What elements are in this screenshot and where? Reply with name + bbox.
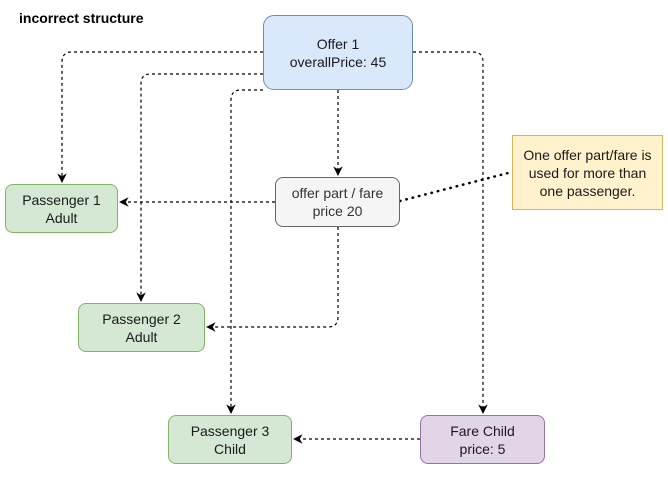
fare-child-price: price: 5: [459, 440, 506, 457]
fare-child-name: Fare Child: [450, 422, 515, 439]
offer-part-name: offer part / fare: [291, 185, 384, 201]
passenger3-type: Child: [214, 440, 246, 457]
note-connector: [398, 170, 514, 203]
offer-node[interactable]: Offer 1 overallPrice: 45: [263, 15, 413, 90]
edge-offer-part-to-passenger2: [206, 227, 339, 332]
note-line-3: one passenger.: [539, 182, 636, 199]
passenger3-node[interactable]: Passenger 3 Child: [168, 415, 292, 464]
passenger3-name: Passenger 3: [190, 422, 270, 439]
note-box[interactable]: One offer part/fare is used for more tha…: [512, 135, 663, 210]
diagram-title: incorrect structure: [19, 10, 144, 26]
note-line-2: used for more than: [528, 164, 647, 181]
passenger2-type: Adult: [125, 328, 158, 345]
offer-part-price: price 20: [312, 203, 363, 219]
passenger2-node[interactable]: Passenger 2 Adult: [78, 303, 205, 352]
edge-offer-to-passenger3: [226, 89, 263, 414]
edge-offer-to-passenger1: [57, 51, 263, 183]
passenger2-name: Passenger 2: [102, 310, 181, 327]
note-line-1: One offer part/fare is: [523, 146, 652, 163]
passenger1-type: Adult: [45, 209, 78, 226]
edge-offer-to-fare-child: [413, 51, 488, 414]
passenger1-node[interactable]: Passenger 1 Adult: [5, 184, 118, 233]
passenger1-name: Passenger 1: [22, 191, 101, 208]
offer-name: Offer 1: [316, 35, 360, 52]
edge-offer-to-passenger2: [136, 73, 263, 302]
offer-part-node[interactable]: offer part / fare price 20: [275, 177, 400, 227]
fare-child-node[interactable]: Fare Child price: 5: [420, 415, 545, 464]
offer-price: overallPrice: 45: [289, 53, 387, 70]
